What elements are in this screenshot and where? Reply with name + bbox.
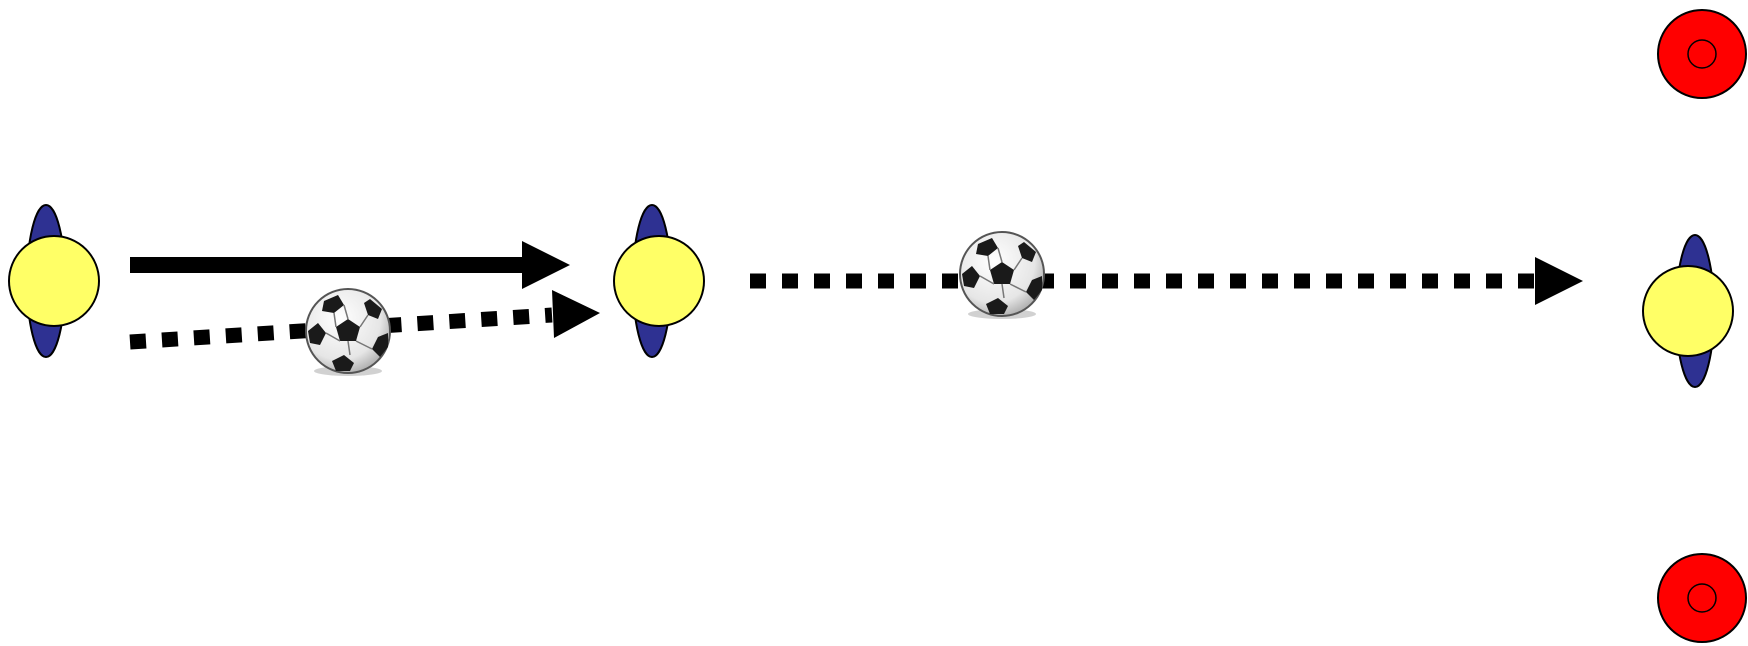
cone-icon: [1658, 10, 1746, 98]
player-icon: [1643, 235, 1733, 387]
player-icon: [614, 205, 704, 357]
run-arrow: [130, 241, 570, 289]
soccer-ball-icon: [960, 232, 1044, 319]
cone-icon: [1658, 554, 1746, 642]
player-icon: [9, 205, 99, 357]
soccer-ball-icon: [306, 289, 390, 376]
pass-arrow-2: [750, 257, 1583, 305]
